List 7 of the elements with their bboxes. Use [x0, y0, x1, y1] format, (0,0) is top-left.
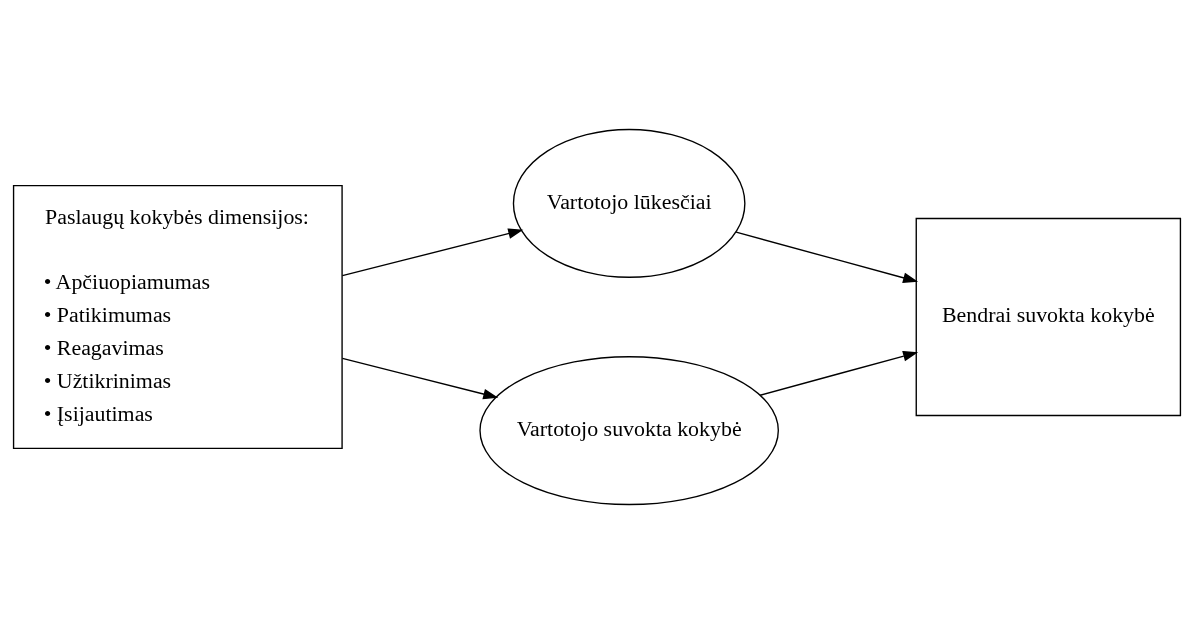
arrow: [759, 350, 919, 396]
node-ellipse: Vartotojo lūkesčiai: [512, 128, 746, 278]
node-box: Bendrai suvokta kokybė: [915, 217, 1182, 416]
arrow: [735, 231, 919, 283]
arrow: [341, 227, 524, 276]
node-box: Paslaugų kokybės dimensijos: • Apčiuopiamumas • Patikimumas • Reagavimas • Užtikrinimas • Įsijautimas: [12, 184, 343, 449]
arrow: [341, 357, 499, 399]
